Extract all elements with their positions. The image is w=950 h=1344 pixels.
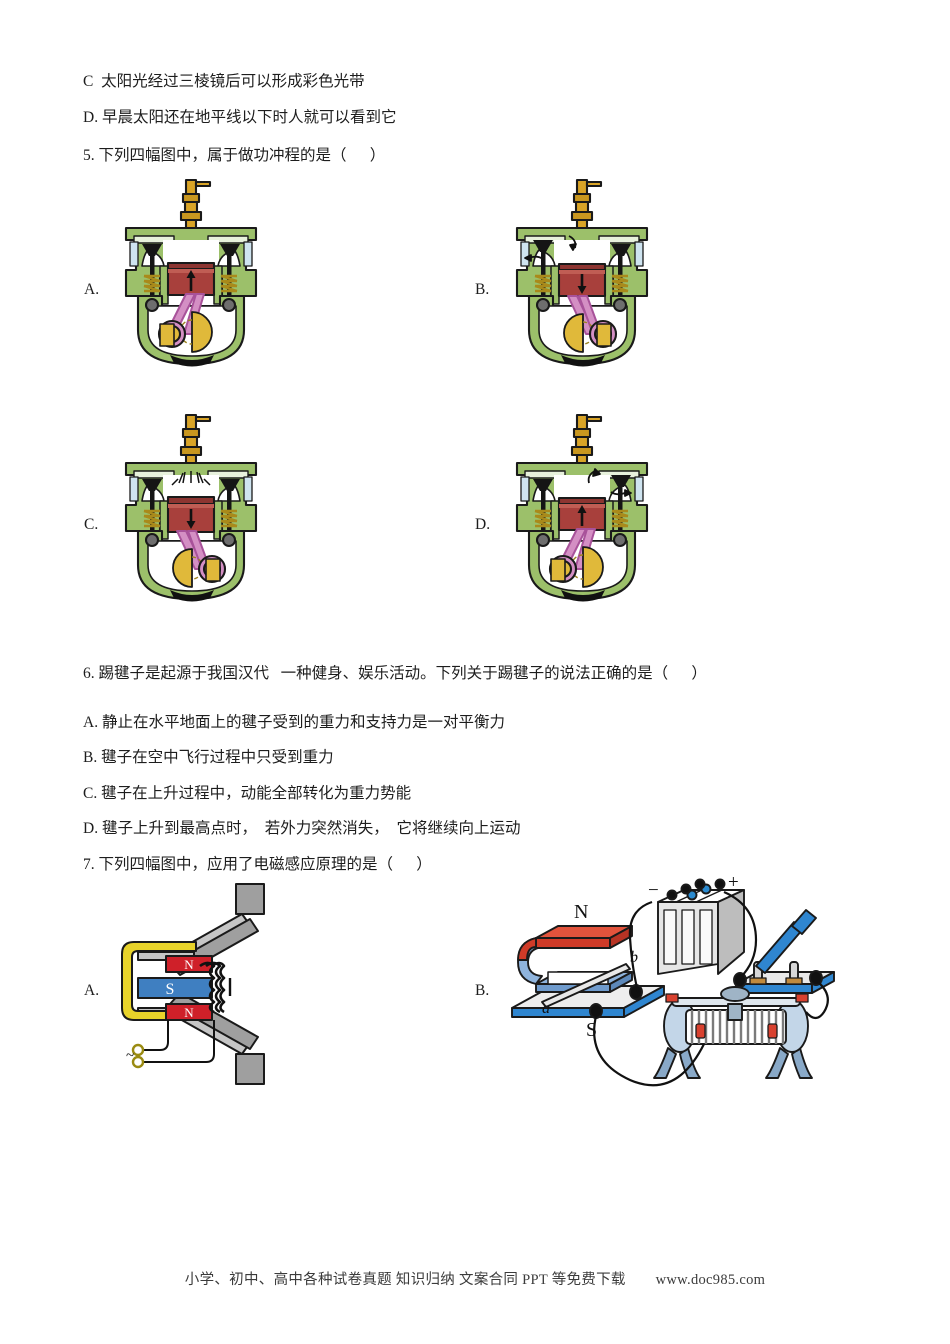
question5-option-a-letter: A.: [84, 281, 100, 298]
valve-spring-right: [611, 274, 629, 293]
question5-stem: 5. 下列四幅图中，属于做功冲程的是（ ）: [83, 147, 386, 164]
question6-option-a: A. 静止在水平地面上的毽子受到的重力和支持力是一对平衡力: [83, 714, 505, 731]
intake-flow-arrow: [524, 235, 577, 262]
knife-switch: [733, 909, 835, 994]
question7-stem: 7. 下列四幅图中，应用了电磁感应原理的是（ ）: [83, 856, 432, 873]
question5-option-d-letter: D.: [475, 516, 491, 533]
valve-spring-left: [534, 509, 552, 528]
valve-exhaust: [220, 244, 240, 300]
valve-spring-left: [143, 509, 161, 528]
microphone-figure-a: N S N: [108, 878, 356, 1103]
magnet-north-lower: N: [165, 1003, 213, 1021]
wire-battery-to-magnet: [628, 900, 653, 993]
magnet-north-upper: N: [165, 955, 213, 973]
valve-spring-right: [611, 509, 629, 528]
svg-text:N: N: [184, 957, 194, 972]
valve-spring-right: [220, 509, 238, 528]
ac-symbol: ~: [126, 1048, 134, 1064]
crankshaft: [563, 313, 618, 353]
circuit-wires: [593, 890, 829, 1087]
piston-arrow-up: [186, 270, 196, 291]
spark-plug-icon: [179, 178, 212, 230]
carryover-option-c: C 太阳光经过三棱镜后可以形成彩色光带: [83, 73, 365, 90]
wire-switch-to-rheostat: [805, 981, 829, 1020]
engine-figure-c: [108, 413, 278, 609]
valve-exhaust-open: [611, 475, 631, 535]
magnet-label-n: N: [574, 901, 588, 923]
rotation-arrow: [170, 590, 214, 602]
valve-exhaust: [220, 479, 240, 535]
valve-spring-right: [220, 274, 238, 293]
question6-option-b: B. 毽子在空中飞行过程中只受到重力: [83, 749, 334, 766]
battery-pack: − +: [648, 872, 745, 975]
exhaust-flow-arrow: [587, 468, 632, 497]
crankshaft: [172, 548, 227, 588]
rotation-arrow: [561, 590, 605, 602]
engine-figure-b: [499, 178, 669, 374]
question5-option-c-letter: C.: [84, 516, 99, 533]
magnet-label-s: S: [586, 1019, 597, 1041]
output-leads: [144, 1020, 215, 1063]
footer: 小学、初中、高中各种试卷真题 知识归纳 文案合同 PPT 等免费下载 www.d…: [0, 1268, 950, 1289]
valve-intake-open: [533, 240, 553, 300]
conductor-label-b: b: [630, 949, 638, 966]
question7-option-b-letter: B.: [475, 982, 490, 999]
piston-arrow-down: [577, 274, 587, 294]
wire-battery-to-switch: [723, 890, 758, 979]
terminal-bottom: [131, 1055, 145, 1069]
question6-option-c: C. 毽子在上升过程中，动能全部转化为重力势能: [83, 785, 412, 802]
magnet-south-middle: S: [137, 977, 213, 999]
rotation-arrow: [561, 355, 605, 367]
spark-plug-icon: [570, 178, 603, 230]
valve-intake: [142, 479, 162, 535]
question6-stem: 6. 踢毽子是起源于我国汉代 一种健身、娱乐活动。下列关于踢毽子的说法正确的是（…: [83, 665, 707, 682]
piston: [166, 495, 216, 534]
wire-magnet-to-rheostat: [593, 1015, 705, 1087]
engine-figure-a: [108, 178, 278, 374]
svg-text:S: S: [166, 981, 175, 998]
question6-option-d: D. 毽子上升到最高点时， 若外力突然消失， 它将继续向上运动: [83, 820, 521, 837]
piston-arrow-down: [186, 509, 196, 529]
valve-exhaust: [611, 244, 631, 300]
valve-intake: [533, 479, 553, 535]
terminal-top: [131, 1043, 145, 1057]
piston-arrow-up: [577, 505, 587, 526]
ignition-spark-icon: [171, 471, 211, 486]
crankshaft: [548, 546, 604, 588]
question7-option-a-letter: A.: [84, 982, 100, 999]
battery-negative-label: −: [648, 880, 659, 901]
sliding-rheostat: [653, 986, 813, 1079]
spark-plug-icon: [570, 413, 603, 465]
valve-spring-left: [143, 274, 161, 293]
battery-positive-label: +: [728, 872, 739, 893]
binding-post-left: [589, 1003, 603, 1019]
rotation-arrow: [170, 355, 214, 367]
valve-intake: [142, 244, 162, 300]
engine-figure-d: [499, 413, 669, 609]
valve-spring-left: [534, 274, 552, 293]
conductor-label-a: a: [542, 1000, 550, 1017]
horseshoe-magnet-assembly: b a N S: [511, 901, 665, 1041]
svg-text:N: N: [184, 1005, 194, 1020]
carryover-option-d: D. 早晨太阳还在地平线以下时人就可以看到它: [83, 109, 397, 126]
footer-text: 小学、初中、高中各种试卷真题 知识归纳 文案合同 PPT 等免费下载: [184, 1272, 626, 1288]
spark-plug-icon: [179, 413, 212, 465]
induction-coil: [199, 961, 226, 1014]
conductor-rod-ab: [541, 963, 631, 1008]
crankshaft: [157, 311, 213, 353]
footer-site: www.doc985.com: [655, 1272, 766, 1288]
motor-effect-figure-b: − +: [500, 872, 900, 1106]
question5-option-b-letter: B.: [475, 281, 490, 298]
